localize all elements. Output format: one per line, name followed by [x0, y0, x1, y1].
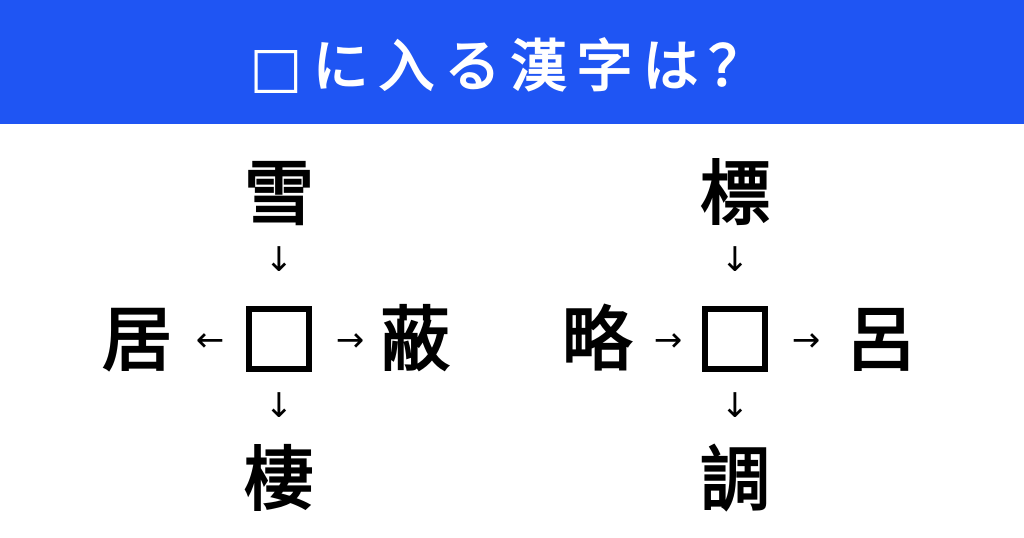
puzzle-2-right-kanji: 呂: [846, 299, 916, 381]
puzzle-1-bottom-kanji: 棲: [244, 439, 314, 521]
puzzle-2-top-kanji: 標: [700, 153, 770, 235]
puzzle-1-top-kanji: 雪: [244, 153, 314, 235]
puzzle-2-left-kanji: 略: [562, 299, 632, 381]
page-title: □に入る漢字は？: [249, 34, 775, 100]
puzzle-1-right-kanji: 蔽: [380, 299, 450, 381]
puzzle-1-bottom-arrow: ↓: [264, 386, 294, 426]
puzzle-2-left-arrow: →: [653, 320, 683, 360]
puzzle-2-right-arrow: →: [791, 320, 821, 360]
puzzle-area: 雪 ↓ 居 ← → 蔽 ↓ 棲 標 ↓ 略 → → 呂 ↓ 調: [0, 124, 1024, 538]
title-banner: □に入る漢字は？: [0, 0, 1024, 124]
puzzle-2-top-arrow: ↓: [720, 240, 750, 280]
puzzle-1-top-arrow: ↓: [264, 240, 294, 280]
puzzle-2-bottom-kanji: 調: [700, 439, 770, 521]
puzzle-1-left-kanji: 居: [102, 299, 172, 381]
puzzle-2-bottom-arrow: ↓: [720, 386, 750, 426]
puzzle-1-left-arrow: ←: [195, 320, 225, 360]
puzzle-1-blank-box: [246, 306, 312, 372]
puzzle-1-right-arrow: →: [335, 320, 365, 360]
puzzle-2-blank-box: [702, 306, 768, 372]
